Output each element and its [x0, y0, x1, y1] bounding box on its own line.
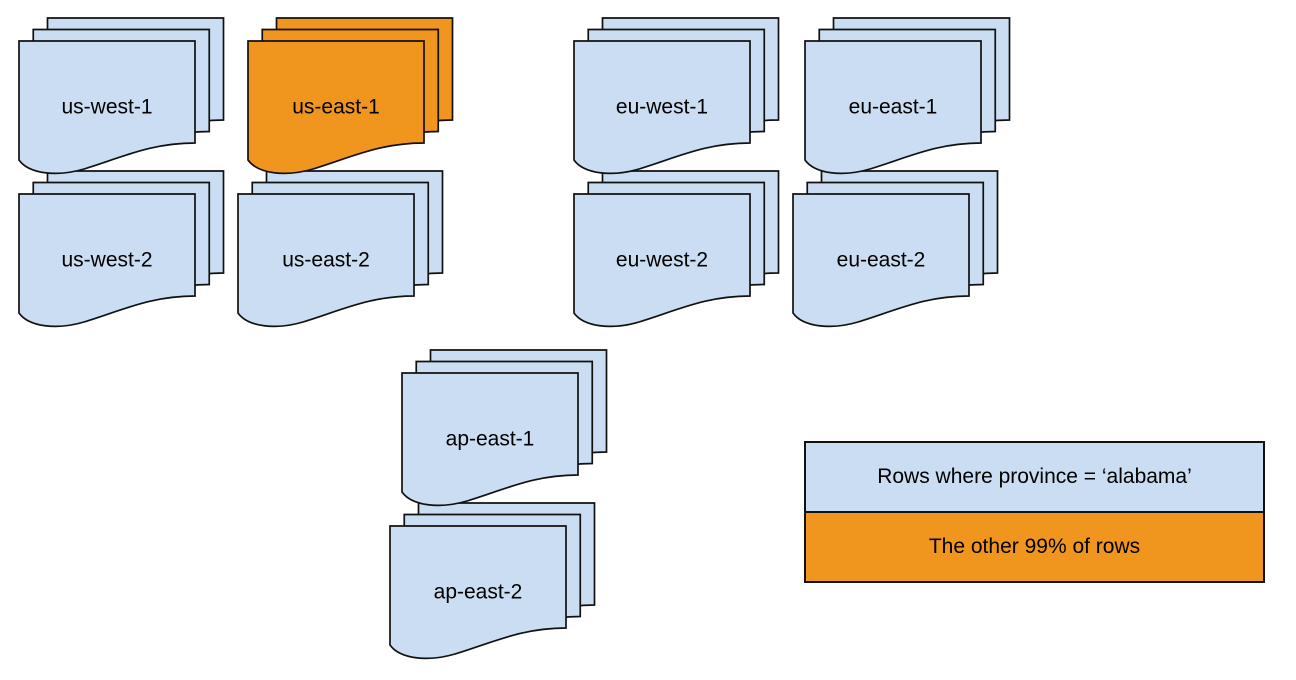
region-label: us-west-1 [61, 96, 152, 119]
region-label: us-east-2 [282, 249, 370, 272]
document-sheet-front-icon [804, 40, 982, 175]
region-label: ap-east-2 [434, 581, 523, 604]
document-sheet-front-icon [401, 372, 579, 507]
region-stack-us-east-1: us-east-1 [247, 17, 454, 175]
region-stack-ap-east-1: ap-east-1 [401, 349, 608, 507]
document-sheet-front-icon [792, 193, 970, 328]
legend-item-label: Rows where province = ‘alabama’ [877, 465, 1192, 488]
document-sheet-front-icon [573, 193, 751, 328]
legend-item-alabama-rows: Rows where province = ‘alabama’ [806, 443, 1263, 511]
region-stack-us-west-1: us-west-1 [18, 17, 225, 175]
region-stack-eu-west-1: eu-west-1 [573, 17, 780, 175]
document-sheet-front-icon [247, 40, 425, 175]
region-label: ap-east-1 [446, 428, 535, 451]
document-sheet-front-icon [573, 40, 751, 175]
legend-item-label: The other 99% of rows [928, 535, 1141, 558]
document-sheet-front-icon [18, 193, 196, 328]
document-sheet-front-icon [237, 193, 415, 328]
region-label: eu-east-2 [837, 249, 926, 272]
region-label: eu-west-2 [616, 249, 708, 272]
region-label: eu-east-1 [849, 96, 938, 119]
region-label: us-east-1 [292, 96, 380, 119]
region-stack-ap-east-2: ap-east-2 [389, 502, 596, 660]
region-label: eu-west-1 [616, 96, 708, 119]
region-stack-us-west-2: us-west-2 [18, 170, 225, 328]
region-label: us-west-2 [61, 249, 152, 272]
legend-item-other-rows: The other 99% of rows [806, 511, 1263, 581]
region-stack-eu-west-2: eu-west-2 [573, 170, 780, 328]
document-sheet-front-icon [389, 525, 567, 660]
region-stack-eu-east-2: eu-east-2 [792, 170, 999, 328]
region-stack-eu-east-1: eu-east-1 [804, 17, 1011, 175]
document-sheet-front-icon [18, 40, 196, 175]
region-stack-us-east-2: us-east-2 [237, 170, 444, 328]
legend: Rows where province = ‘alabama’ The othe… [804, 441, 1265, 583]
